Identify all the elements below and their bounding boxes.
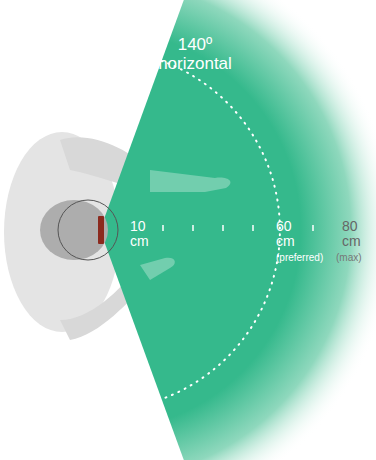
head-circle [58,200,118,260]
distance-label: 60 cm [276,219,306,250]
note-label: (max) [336,252,372,263]
preferred-arc [162,61,280,399]
distance-label: 80 cm [342,219,372,250]
hand-shape [150,170,230,192]
note-label: (preferred) [276,252,336,263]
hand-shape [140,258,175,280]
distance-label: 10 cm [130,219,158,250]
angle-label: 140º horizontal [140,36,250,73]
head-shape [40,200,108,260]
view-field-wedge [100,0,376,460]
device-mark [98,216,104,244]
